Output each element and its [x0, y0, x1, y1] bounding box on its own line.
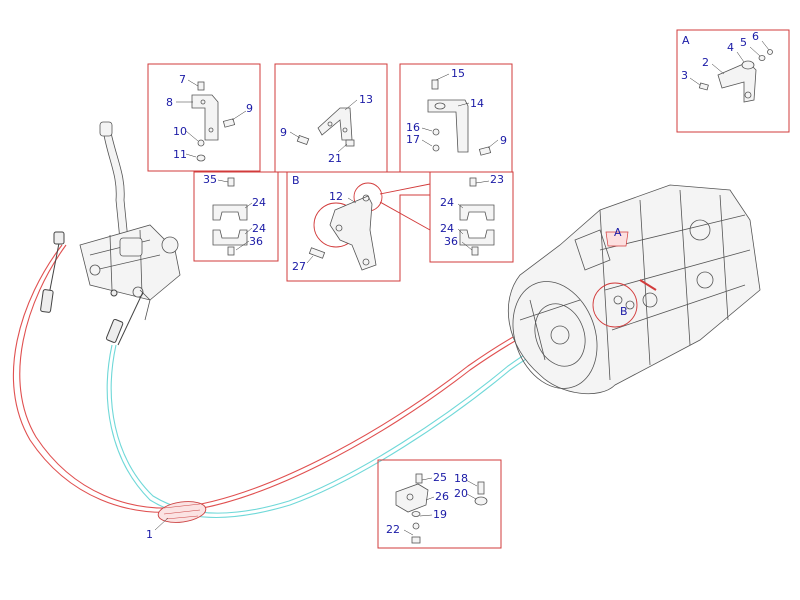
- label-27: 27: [292, 260, 306, 273]
- label-18: 18: [454, 472, 468, 485]
- callout-letter-a-gearbox: A: [614, 226, 622, 239]
- callout-letter-b-gearbox: B: [620, 305, 628, 318]
- label-24-a: 24: [252, 196, 266, 209]
- label-16: 16: [406, 121, 420, 134]
- gearbox-callout-letters: A B: [614, 226, 628, 318]
- callout-letter-b-box: B: [292, 174, 300, 187]
- label-8: 8: [166, 96, 173, 109]
- transmission-gearbox: [507, 184, 761, 395]
- label-22: 22: [386, 523, 400, 536]
- label-26: 26: [435, 490, 449, 503]
- label-25: 25: [433, 471, 447, 484]
- label-9-c: 9: [500, 134, 507, 147]
- label-10: 10: [173, 125, 187, 138]
- detail-box-b: B 12 27: [286, 171, 431, 282]
- label-24-b: 24: [252, 222, 266, 235]
- box-connectors: [203, 171, 431, 195]
- detail-box-bracket-a: 7 8 9 10 11: [147, 63, 261, 172]
- label-15: 15: [451, 67, 465, 80]
- label-2: 2: [702, 56, 709, 69]
- cable-ends-lever: [40, 231, 144, 346]
- label-13: 13: [359, 93, 373, 106]
- label-5: 5: [740, 36, 747, 49]
- callout-letter-a-box: A: [682, 34, 690, 47]
- label-6: 6: [752, 30, 759, 43]
- detail-box-a: A 2 3 4 5 6: [676, 29, 790, 133]
- shift-lever-assembly: [79, 121, 181, 321]
- cable-clamp: [157, 501, 207, 523]
- label-35: 35: [203, 173, 217, 186]
- label-36-a: 36: [249, 235, 263, 248]
- label-36-b: 36: [444, 235, 458, 248]
- label-7: 7: [179, 73, 186, 86]
- label-24-c: 24: [440, 196, 454, 209]
- label-9: 9: [246, 102, 253, 115]
- label-19: 19: [433, 508, 447, 521]
- detail-box-clamp-left: 35 24 24 36: [193, 171, 279, 262]
- label-9-b: 9: [280, 126, 287, 139]
- detail-box-clamp-right: 23 24 24 36: [429, 171, 514, 263]
- label-4: 4: [727, 41, 734, 54]
- detail-box-bottom: 25 26 19 22 18 20: [377, 459, 502, 549]
- detail-box-bracket-c: 15 14 16 17 9: [399, 63, 513, 173]
- label-14: 14: [470, 97, 484, 110]
- label-17: 17: [406, 133, 420, 146]
- label-21: 21: [328, 152, 342, 165]
- label-1: 1: [146, 528, 153, 541]
- detail-box-bracket-b: 13 9 21: [274, 63, 388, 173]
- label-24-d: 24: [440, 222, 454, 235]
- label-11: 11: [173, 148, 187, 161]
- label-20: 20: [454, 487, 468, 500]
- label-3: 3: [681, 69, 688, 82]
- label-23: 23: [490, 173, 504, 186]
- label-12: 12: [329, 190, 343, 203]
